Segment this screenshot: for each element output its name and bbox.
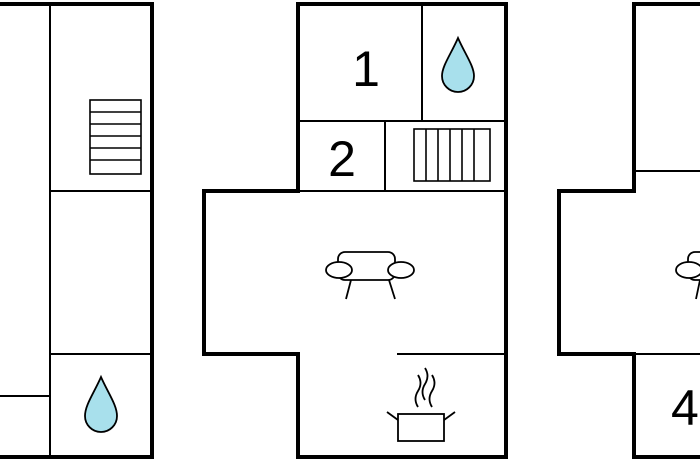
room-number-label: 1 <box>352 41 380 97</box>
right-unit: 4 <box>557 2 700 459</box>
left-unit-outer-wall <box>0 2 154 459</box>
bathroom-drop-icon <box>84 374 118 433</box>
cooking-pot-icon <box>386 367 456 442</box>
bathroom-drop-icon <box>441 35 475 93</box>
sofa-icon <box>325 251 415 300</box>
center-unit: 1 2 <box>202 2 508 459</box>
room-number-label: 2 <box>328 131 356 187</box>
room-number-label: 4 <box>671 380 699 436</box>
stairs-icon <box>413 128 491 182</box>
left-unit <box>0 2 154 459</box>
right-unit-outer-wall <box>557 2 700 459</box>
stairs-icon <box>89 99 142 175</box>
center-unit-outer-wall <box>202 2 508 459</box>
sofa-icon <box>675 251 700 300</box>
